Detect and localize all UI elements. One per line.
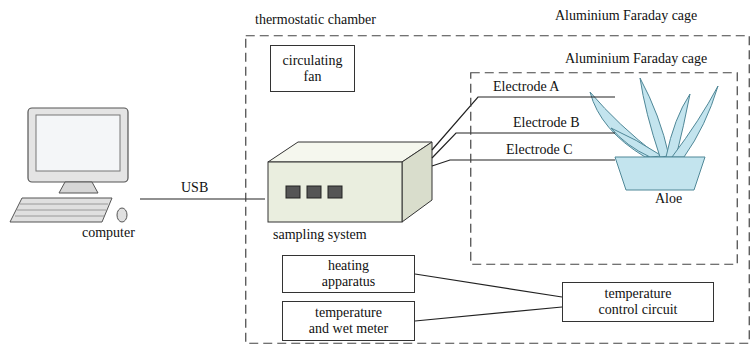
figure-label: computer <box>82 225 135 241</box>
sampling-box-illustration <box>268 142 432 222</box>
button <box>286 186 300 198</box>
monitor-screen <box>36 115 120 171</box>
box-front <box>268 162 402 222</box>
computer-figure: computer <box>5 105 140 245</box>
aloe-leaf <box>672 86 718 157</box>
keyboard-keys <box>15 204 108 216</box>
box-label: heating apparatus <box>314 258 383 290</box>
wire-line <box>432 160 615 166</box>
wire-label: Electrode A <box>492 79 560 95</box>
meter-box: temperature and wet meter <box>282 301 415 341</box>
box-label: temperature control circuit <box>591 286 685 318</box>
box-side <box>402 142 432 222</box>
computer-illustration <box>10 108 128 222</box>
mouse <box>117 208 127 222</box>
heater-box: heating apparatus <box>282 255 415 293</box>
figure-label: Aluminium Faraday cage <box>555 8 697 24</box>
monitor-case <box>28 108 128 182</box>
aloe-pot <box>615 157 705 190</box>
wire-label: Electrode C <box>505 142 573 158</box>
aloe-illustration <box>590 78 718 190</box>
button <box>328 186 342 198</box>
wire-label: USB <box>180 180 209 196</box>
sampling-system-box: sampling system <box>265 140 432 248</box>
faraday-cage-frame: Aluminium Faraday cageAloe <box>470 72 738 265</box>
fan-box: circulating fan <box>270 45 355 92</box>
wire-line <box>432 133 615 158</box>
wire-line <box>415 274 562 297</box>
monitor-stand <box>59 182 98 193</box>
wire-label: Electrode B <box>512 115 580 131</box>
control-box: temperature control circuit <box>562 282 714 322</box>
figure-label: sampling system <box>273 227 367 243</box>
box-label: circulating fan <box>280 53 345 85</box>
figure-label: thermostatic chamber <box>255 12 376 28</box>
aloe-leaf <box>640 78 669 157</box>
dashed-border <box>471 73 738 265</box>
wire-line <box>415 307 562 321</box>
dashed-border <box>246 36 750 344</box>
box-label: temperature and wet meter <box>305 305 392 337</box>
aloe-plant: Aloe <box>615 78 722 210</box>
figure-label: Aluminium Faraday cage <box>565 51 707 67</box>
button <box>307 186 321 198</box>
dashed-outline <box>470 72 738 265</box>
keyboard <box>10 198 112 222</box>
figure-label: Aloe <box>655 191 682 207</box>
